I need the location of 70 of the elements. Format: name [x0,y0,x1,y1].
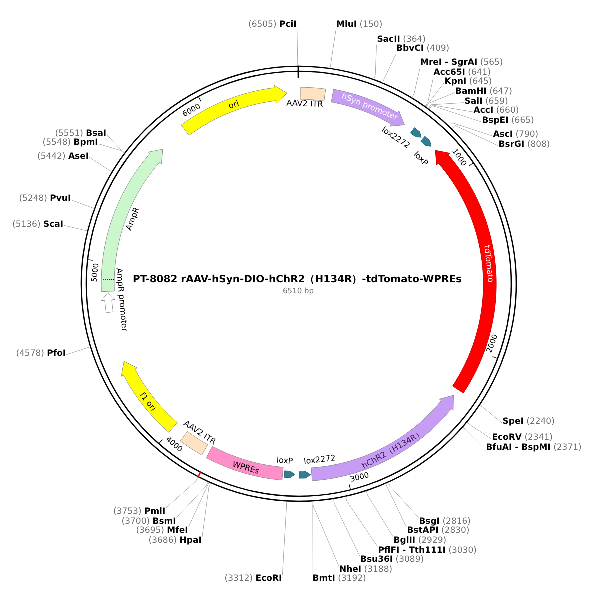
site-label: AscI (790) [492,131,540,142]
leader-line [466,422,492,440]
site-label: (6505) PciI [248,21,298,31]
site-label: (5551) BsaI [54,130,108,140]
leader-line [428,104,474,112]
leader-line [106,134,126,154]
leader-line [426,82,445,108]
site-label: BstAPI (2830) [406,527,470,538]
site-label: (3700) BsmI [121,518,177,528]
site-label: MluI (150) [336,21,384,31]
leader-line [312,501,313,576]
leader-line [346,496,378,547]
leader-line [282,501,288,576]
site-label: (5442) AseI [37,152,90,162]
site-label: SpeI (2240) [502,418,556,428]
leader-line [366,490,394,538]
site-label: KpnI (645) [444,78,493,88]
leader-line [166,476,199,509]
site-label: MreI - SgrAI (565) [420,59,504,70]
leader-line [425,78,434,107]
leader-line [386,484,407,528]
site-label: (3686) HpaI [148,537,202,548]
leader-line [449,122,493,136]
leader-line [64,225,88,232]
site-label: PflFI - Tth111I (3030) [378,546,478,556]
site-label: SalI (659) [464,98,509,108]
leader-line [71,200,95,209]
site-label: Bsu36I (3089) [360,556,425,566]
leader-line [462,426,486,450]
site-label: SacII (364) [376,36,426,46]
site-label: (5136) ScaI [12,220,64,230]
feature-band: loxP [412,136,432,168]
leader-line [429,106,482,122]
leader-line [330,30,336,69]
leader-line [426,92,456,108]
leader-line [388,482,419,518]
site-label: BglII (2929) [393,537,448,547]
site-label: BamHI (647) [455,88,513,98]
leader-line [412,68,420,98]
leader-line [374,45,377,80]
site-label: (3695) MfeI [136,527,189,538]
leader-line [202,482,212,538]
leader-line [428,102,465,110]
leader-line [176,482,209,518]
site-label: AccI (660) [473,107,520,118]
site-label: (4578) PfoI [16,350,67,360]
site-label: NheI (3188) [339,566,394,576]
site-label: (3312) EcoRI [224,575,283,586]
leader-line [334,498,360,557]
site-label: BsrGI (808) [498,141,551,151]
leader-line [297,30,298,66]
site-label: BsgI (2816) [418,518,472,528]
site-label: (5548) BpmI [42,139,99,150]
leader-line [382,54,396,84]
leader-line [89,157,112,172]
site-label: EcoRV (2341) [492,434,554,444]
feature-box: AAV2 ITR [286,86,326,110]
leader-line [66,346,91,356]
leader-line [452,126,499,146]
leader-line [312,501,340,566]
site-label: BspEI (665) [482,117,535,128]
site-label: BfuAI - BspMI (2371) [486,444,582,454]
site-label: BbvCI (409) [396,45,450,55]
site-label: (5248) PvuI [18,195,72,206]
site-label: (3753) PmlI [113,508,166,518]
leader-line [98,144,125,154]
leader-line [188,482,210,528]
feature-band: f1 ori [121,361,178,434]
leader-line [480,405,503,424]
site-label: BmtI (3192) [312,575,367,586]
